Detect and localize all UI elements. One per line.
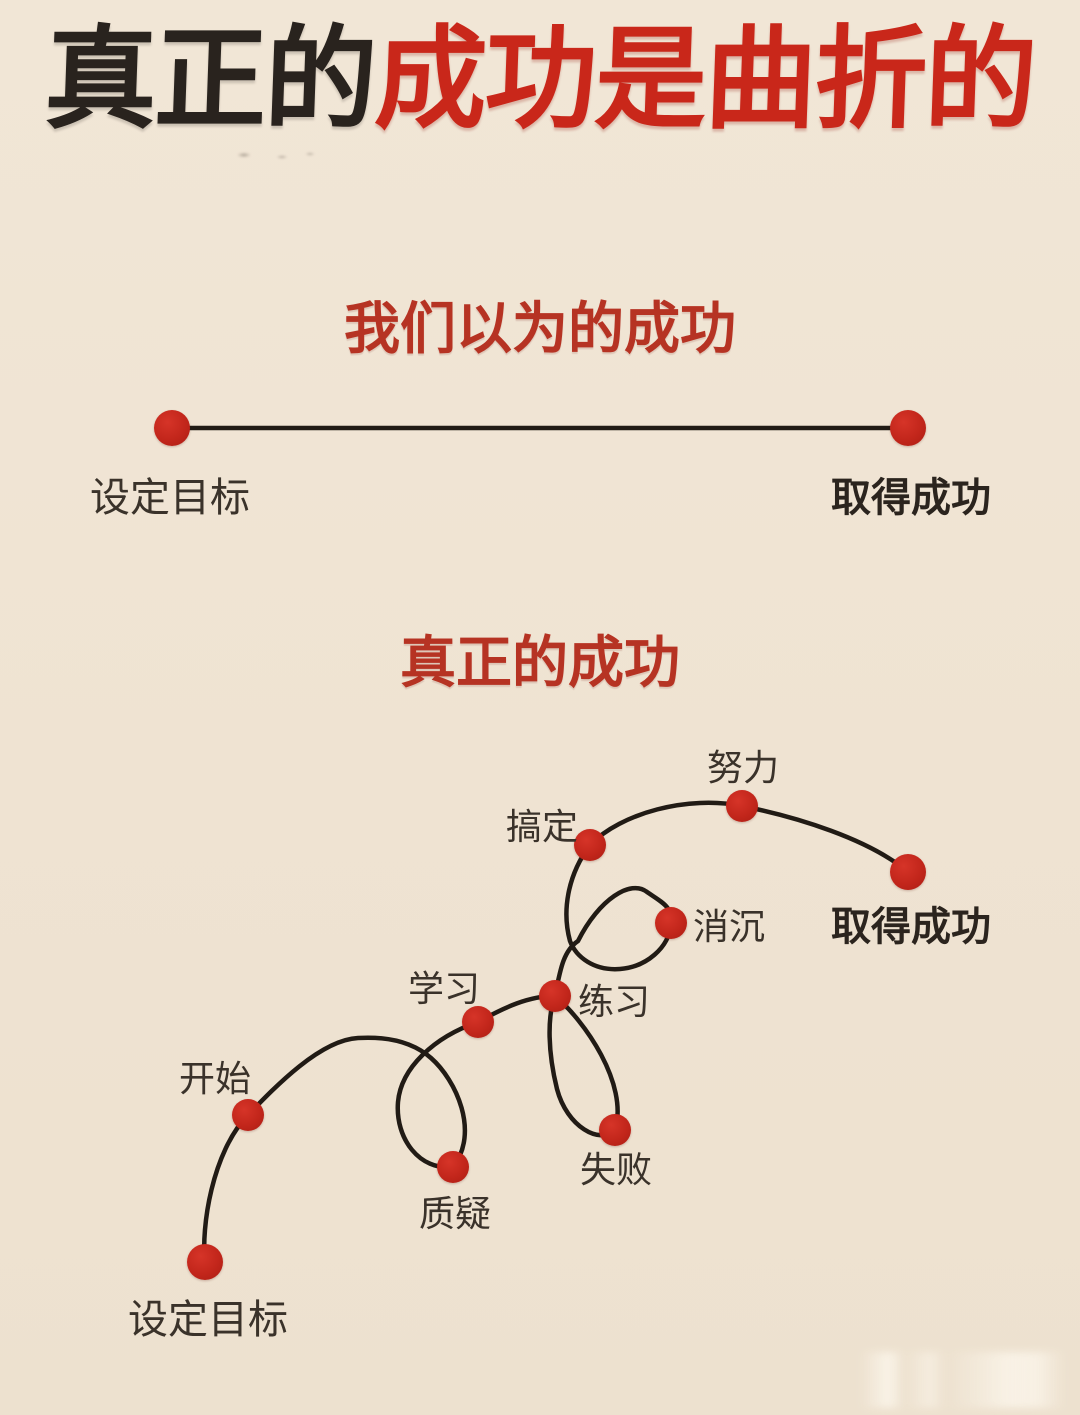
expected-success-heading: 我们以为的成功: [344, 297, 736, 362]
label-depressed: 消沉: [692, 907, 766, 948]
dot-depressed: [655, 907, 687, 939]
ink-smudge-decoration: [232, 148, 317, 162]
label-doubt: 质疑: [418, 1194, 492, 1235]
dot-done: [574, 829, 606, 861]
label-practice: 练习: [577, 982, 651, 1023]
label-start: 开始: [178, 1059, 252, 1100]
winding-success-path: [202, 800, 911, 1265]
label-done: 搞定: [505, 807, 579, 848]
real-success-heading: 真正的成功: [400, 631, 680, 696]
dot-expected-success: [890, 410, 926, 446]
label-effort: 努力: [706, 748, 780, 789]
dot-learn: [462, 1006, 494, 1038]
label-learn: 学习: [407, 969, 481, 1010]
dot-fail: [599, 1114, 631, 1146]
label-success: 取得成功: [831, 904, 991, 950]
dot-doubt: [437, 1151, 469, 1183]
dot-expected-set-goal: [154, 410, 190, 446]
watermark: [860, 1352, 1065, 1408]
label-fail: 失败: [579, 1150, 653, 1191]
label-set-goal: 设定目标: [128, 1297, 288, 1343]
dot-practice: [539, 980, 571, 1012]
dot-success: [890, 854, 926, 890]
dot-set-goal: [187, 1244, 223, 1280]
dot-effort: [726, 790, 758, 822]
label-expected-set-goal: 设定目标: [90, 475, 250, 521]
dot-start: [232, 1099, 264, 1131]
label-expected-success: 取得成功: [831, 475, 991, 521]
